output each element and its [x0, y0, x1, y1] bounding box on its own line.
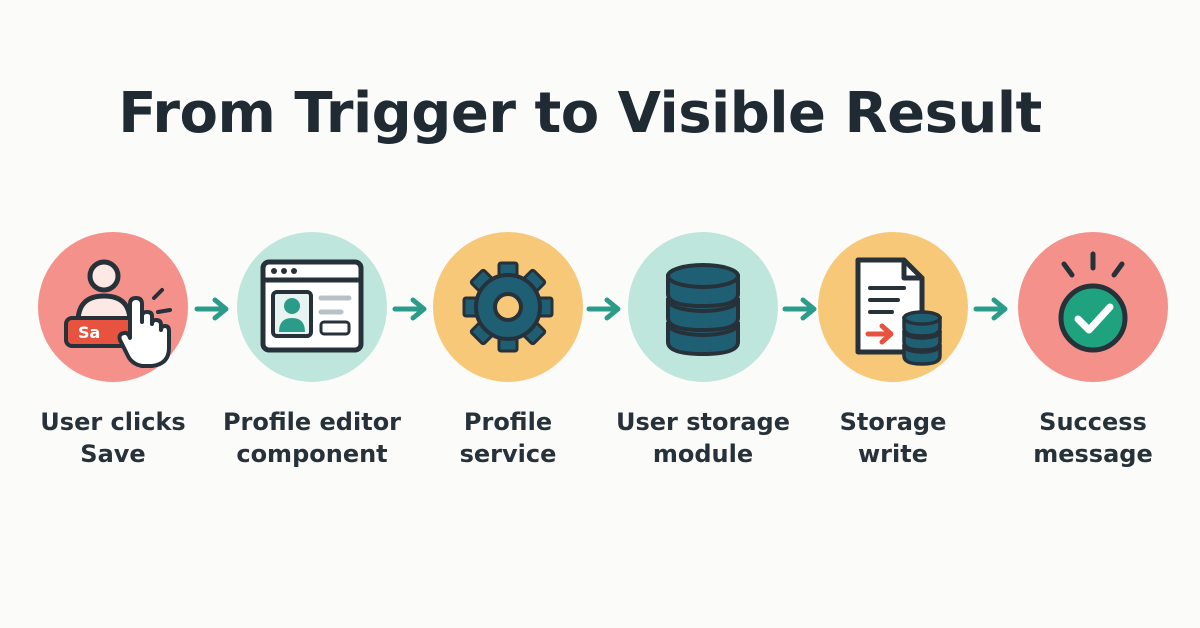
gear-icon	[462, 261, 554, 353]
arrow-right-icon	[781, 296, 821, 322]
step-label: User clicks Save	[40, 408, 186, 468]
step-circle	[237, 232, 387, 382]
arrow-right-icon	[391, 296, 431, 322]
step-circle	[818, 232, 968, 382]
step-circle	[628, 232, 778, 382]
step-label: User storage module	[616, 408, 790, 468]
document-to-database-icon	[855, 257, 942, 366]
page-title: From Trigger to Visible Result	[118, 81, 1042, 146]
arrow-right-icon	[585, 296, 625, 322]
arrow-right-icon	[972, 296, 1012, 322]
step-label: Profile editor component	[222, 408, 402, 468]
step-label: Success message	[1033, 408, 1153, 468]
checkmark-icon	[1058, 251, 1128, 353]
database-icon	[666, 263, 740, 357]
step-label: Storage write	[839, 408, 947, 468]
step-circle	[433, 232, 583, 382]
profile-editor-window-icon	[260, 259, 364, 353]
arrow-right-icon	[193, 296, 233, 322]
user-click-save-icon: Sa	[64, 259, 172, 368]
step-label: Profile service	[459, 408, 557, 468]
step-circle: Sa	[38, 232, 188, 382]
step-circle	[1018, 232, 1168, 382]
save-button-text: Sa	[78, 323, 100, 342]
